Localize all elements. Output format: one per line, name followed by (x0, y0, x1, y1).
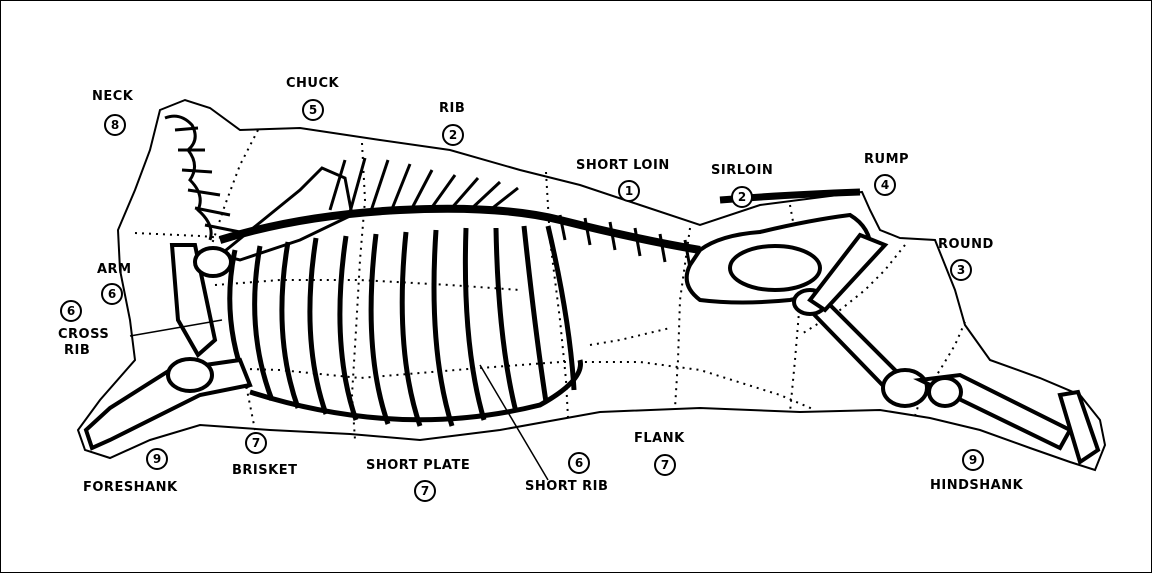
cross-rib-label-line1: CROSS (58, 327, 109, 342)
short-rib-number: 6 (568, 452, 590, 474)
short-plate-label: SHORT PLATE (366, 458, 470, 473)
rib-cage (230, 226, 581, 426)
rib-number: 2 (442, 124, 464, 146)
short-rib-label: SHORT RIB (525, 479, 608, 494)
rib-label: RIB (439, 101, 465, 116)
round-label: ROUND (938, 237, 994, 252)
cross-rib-number: 6 (60, 300, 82, 322)
rump-number: 4 (874, 174, 896, 196)
sirloin-number: 2 (731, 186, 753, 208)
neck-number: 8 (104, 114, 126, 136)
neck-vertebrae (165, 116, 240, 240)
hindshank-number: 9 (962, 449, 984, 471)
arm-label: ARM (97, 262, 132, 277)
round-number: 3 (950, 259, 972, 281)
brisket-number: 7 (245, 432, 267, 454)
short-loin-number: 1 (618, 180, 640, 202)
short-plate-number: 7 (414, 480, 436, 502)
short-loin-label: SHORT LOIN (576, 158, 670, 173)
foreshank-number: 9 (146, 448, 168, 470)
sirloin-label: SIRLOIN (711, 163, 773, 178)
cross-rib-label-line2: RIB (64, 343, 90, 358)
arm-number: 6 (101, 283, 123, 305)
flank-label: FLANK (634, 431, 685, 446)
chuck-number: 5 (302, 99, 324, 121)
rump-label: RUMP (864, 152, 909, 167)
foreshank-label: FORESHANK (83, 480, 178, 495)
flank-number: 7 (654, 454, 676, 476)
chuck-label: CHUCK (286, 76, 339, 91)
brisket-label: BRISKET (232, 463, 297, 478)
hindshank-label: HINDSHANK (930, 478, 1023, 493)
neck-label: NECK (92, 89, 133, 104)
